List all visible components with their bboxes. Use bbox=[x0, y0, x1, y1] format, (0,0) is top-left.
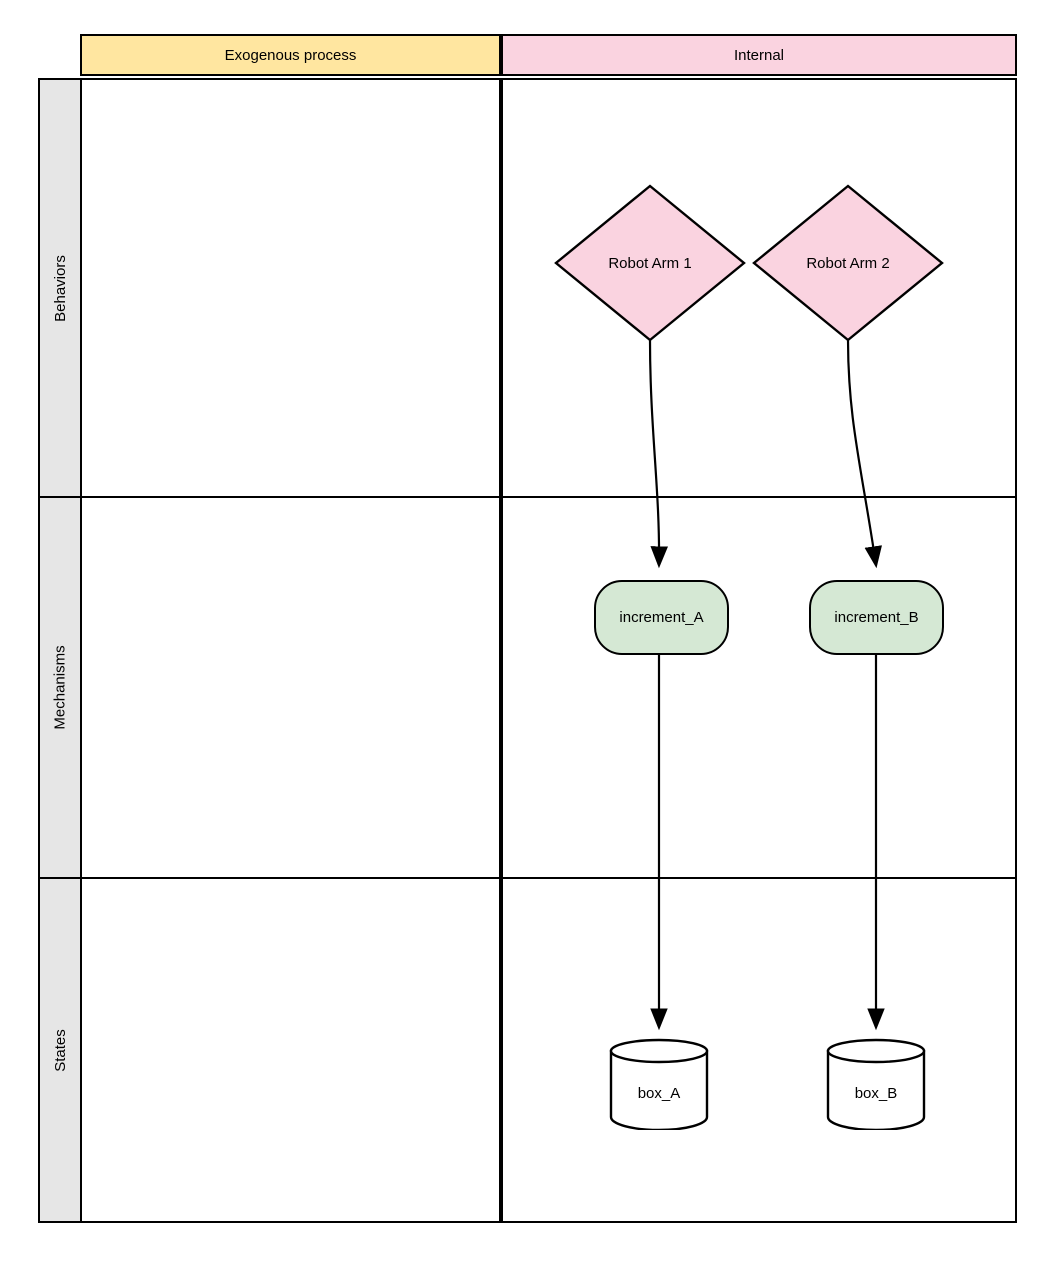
cylinder-shape bbox=[609, 1038, 709, 1130]
cell-states-exogenous bbox=[80, 877, 501, 1223]
row-label-text: States bbox=[51, 1028, 69, 1072]
node-robot-arm-1[interactable]: Robot Arm 1 bbox=[553, 183, 747, 343]
node-label: box_A bbox=[637, 1085, 681, 1102]
row-label-text: Mechanisms bbox=[51, 645, 69, 730]
cell-behaviors-exogenous bbox=[80, 78, 501, 498]
column-header-exogenous-process[interactable]: Exogenous process bbox=[80, 34, 501, 76]
cylinder-shape bbox=[826, 1038, 926, 1130]
node-increment-a[interactable]: increment_A bbox=[594, 580, 729, 655]
column-header-label: Exogenous process bbox=[224, 46, 357, 64]
node-increment-b[interactable]: increment_B bbox=[809, 580, 944, 655]
cell-mechanisms-internal bbox=[501, 496, 1017, 879]
row-label-behaviors[interactable]: Behaviors bbox=[38, 78, 82, 498]
node-robot-arm-2[interactable]: Robot Arm 2 bbox=[751, 183, 945, 343]
diamond-shape bbox=[752, 184, 944, 342]
cell-states-internal bbox=[501, 877, 1017, 1223]
node-label: increment_A bbox=[619, 609, 704, 626]
node-label: Robot Arm 2 bbox=[806, 254, 890, 272]
row-label-text: Behaviors bbox=[51, 254, 69, 322]
node-label: Robot Arm 1 bbox=[608, 254, 692, 272]
node-box-a[interactable]: box_A bbox=[609, 1038, 709, 1130]
row-label-mechanisms[interactable]: Mechanisms bbox=[38, 496, 82, 879]
node-label: increment_B bbox=[834, 609, 919, 626]
row-label-states[interactable]: States bbox=[38, 877, 82, 1223]
node-box-b[interactable]: box_B bbox=[826, 1038, 926, 1130]
cell-mechanisms-exogenous bbox=[80, 496, 501, 879]
column-header-label: Internal bbox=[733, 46, 785, 64]
node-label: box_B bbox=[854, 1085, 898, 1102]
column-header-internal[interactable]: Internal bbox=[501, 34, 1017, 76]
diamond-shape bbox=[554, 184, 746, 342]
